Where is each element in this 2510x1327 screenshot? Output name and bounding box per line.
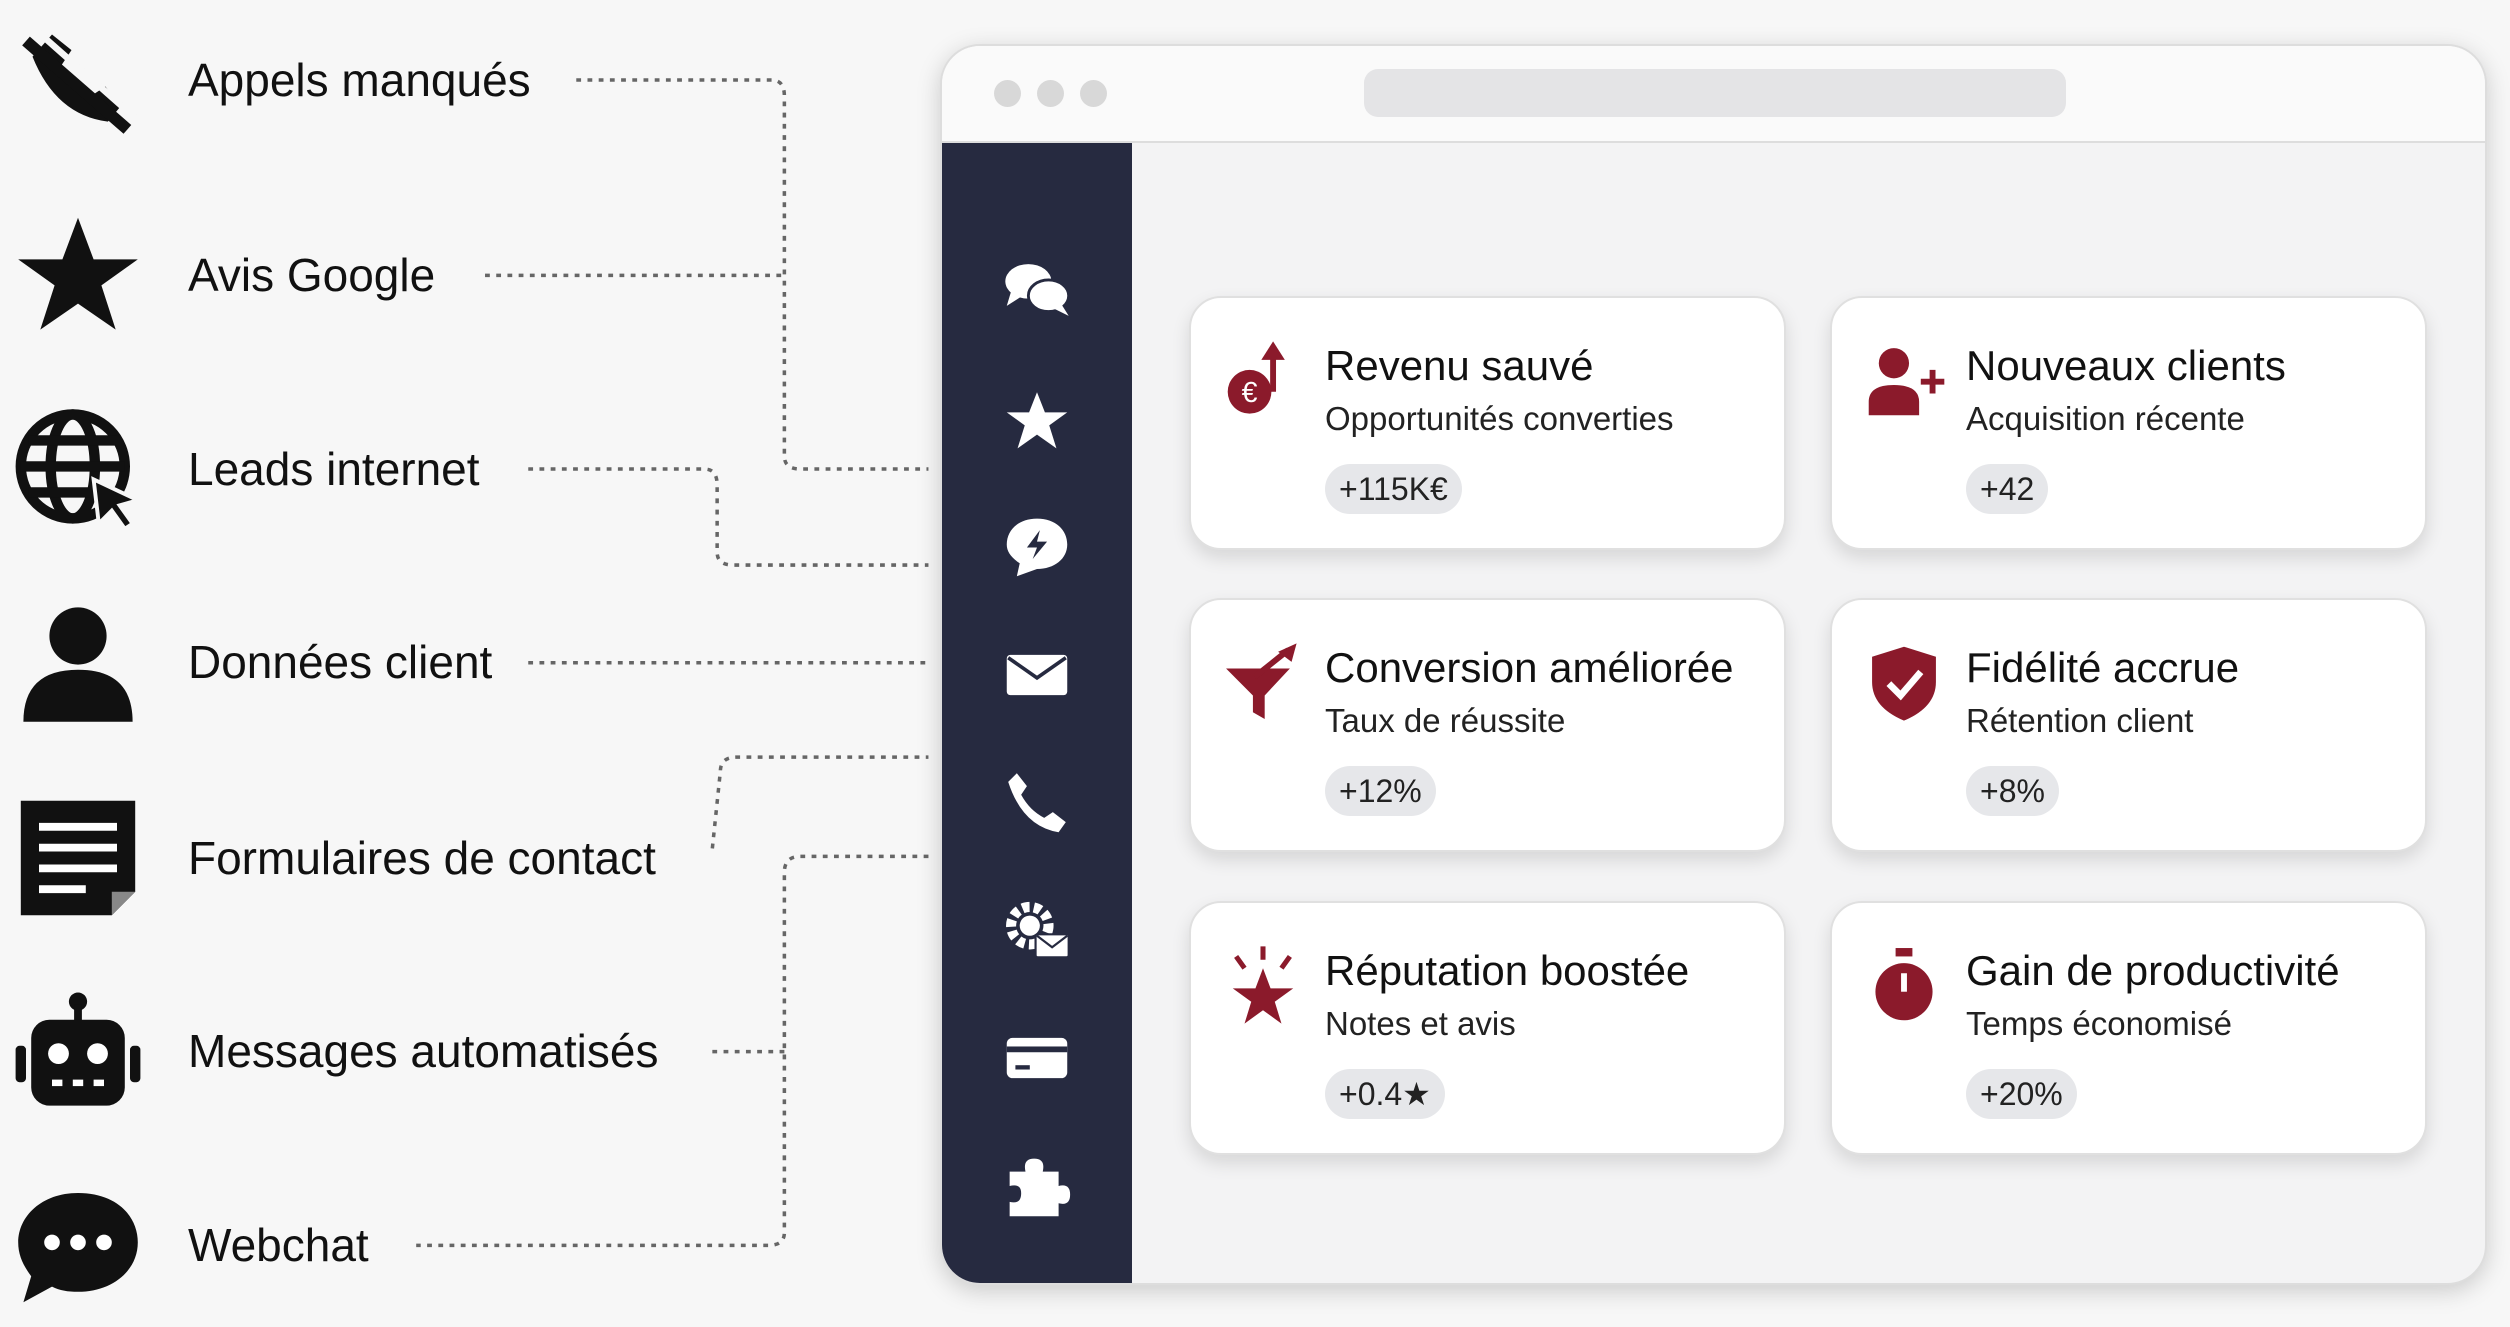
feature-label: Formulaires de contact [188,832,656,884]
stopwatch-icon [1875,948,1933,1021]
feature-label: Messages automatisés [188,1025,659,1077]
puzzle-icon[interactable] [997,1146,1077,1226]
card-title: Gain de productivité [1966,947,2340,994]
metric-badge: +42 [1966,464,2049,514]
card-title: Nouveaux clients [1966,342,2286,389]
window-minimize-button[interactable] [1037,80,1064,107]
card-subtitle: Rétention client [1966,702,2194,739]
card-subtitle: Temps économisé [1966,1005,2232,1042]
user-plus-icon [1868,348,1945,416]
address-bar[interactable] [1364,69,2066,117]
feature-label: Leads internet [188,443,480,495]
card-title: Réputation boostée [1325,947,1690,994]
feature-webchat: Webchat [0,1175,369,1315]
sidebar [942,143,1132,1283]
chat-icon[interactable] [997,250,1077,330]
feature-contact-forms: Formulaires de contact [0,788,656,928]
card-subtitle: Opportunités converties [1325,400,1674,437]
feature-automated-messages: Messages automatisés [0,981,658,1121]
globe-cursor-icon [6,399,150,539]
card-title: Conversion améliorée [1325,644,1734,691]
card-subtitle: Taux de réussite [1325,702,1566,739]
metric-badge: +8% [1966,766,2059,816]
card-new-clients[interactable]: Nouveaux clients Acquisition récente +42 [1830,296,2427,550]
card-title: Revenu sauvé [1325,342,1594,389]
euro-up-icon: € [1227,341,1285,414]
feature-web-leads: Leads internet [0,399,480,539]
card-reputation[interactable]: Réputation boostée Notes et avis +0.4★ [1189,901,1786,1155]
star-icon[interactable] [997,381,1077,461]
metric-badge: +12% [1325,766,1436,816]
messenger-icon[interactable] [997,506,1077,586]
card-icon[interactable] [997,1018,1077,1098]
card-revenue-saved[interactable]: € Revenu sauvé Opportunités converties +… [1189,296,1786,550]
automation-icon[interactable] [997,890,1077,970]
feature-label: Données client [188,636,493,688]
metric-badge: +20% [1966,1069,2077,1119]
phone-icon[interactable] [997,762,1077,842]
mail-icon[interactable] [997,635,1077,715]
card-subtitle: Notes et avis [1325,1005,1516,1042]
feature-label: Webchat [188,1219,369,1271]
card-productivity[interactable]: Gain de productivité Temps économisé +20… [1830,901,2427,1155]
metric-badge: +115K€ [1325,464,1462,514]
shield-check-icon [1872,646,1936,721]
svg-text:€: € [1242,377,1258,409]
card-conversion[interactable]: Conversion améliorée Taux de réussite +1… [1189,598,1786,852]
metric-badge: +0.4★ [1325,1069,1445,1119]
missed-call-icon [6,10,150,150]
window-close-button[interactable] [994,80,1021,107]
feature-google-reviews: Avis Google [0,205,435,345]
feature-missed-calls: Appels manqués [0,10,531,150]
card-title: Fidélité accrue [1966,644,2240,691]
robot-icon [6,981,150,1121]
star-icon [6,205,150,345]
user-icon [6,592,150,732]
card-subtitle: Acquisition récente [1966,400,2245,437]
window-maximize-button[interactable] [1080,80,1107,107]
feature-customer-data: Données client [0,592,492,732]
chat-bubble-icon [6,1175,150,1315]
star-burst-icon [1232,946,1294,1024]
form-icon [6,788,150,928]
card-loyalty[interactable]: Fidélité accrue Rétention client +8% [1830,598,2427,852]
feature-label: Appels manqués [188,54,531,106]
title-bar [942,46,2485,143]
feature-label: Avis Google [188,249,436,301]
funnel-icon [1226,643,1297,719]
